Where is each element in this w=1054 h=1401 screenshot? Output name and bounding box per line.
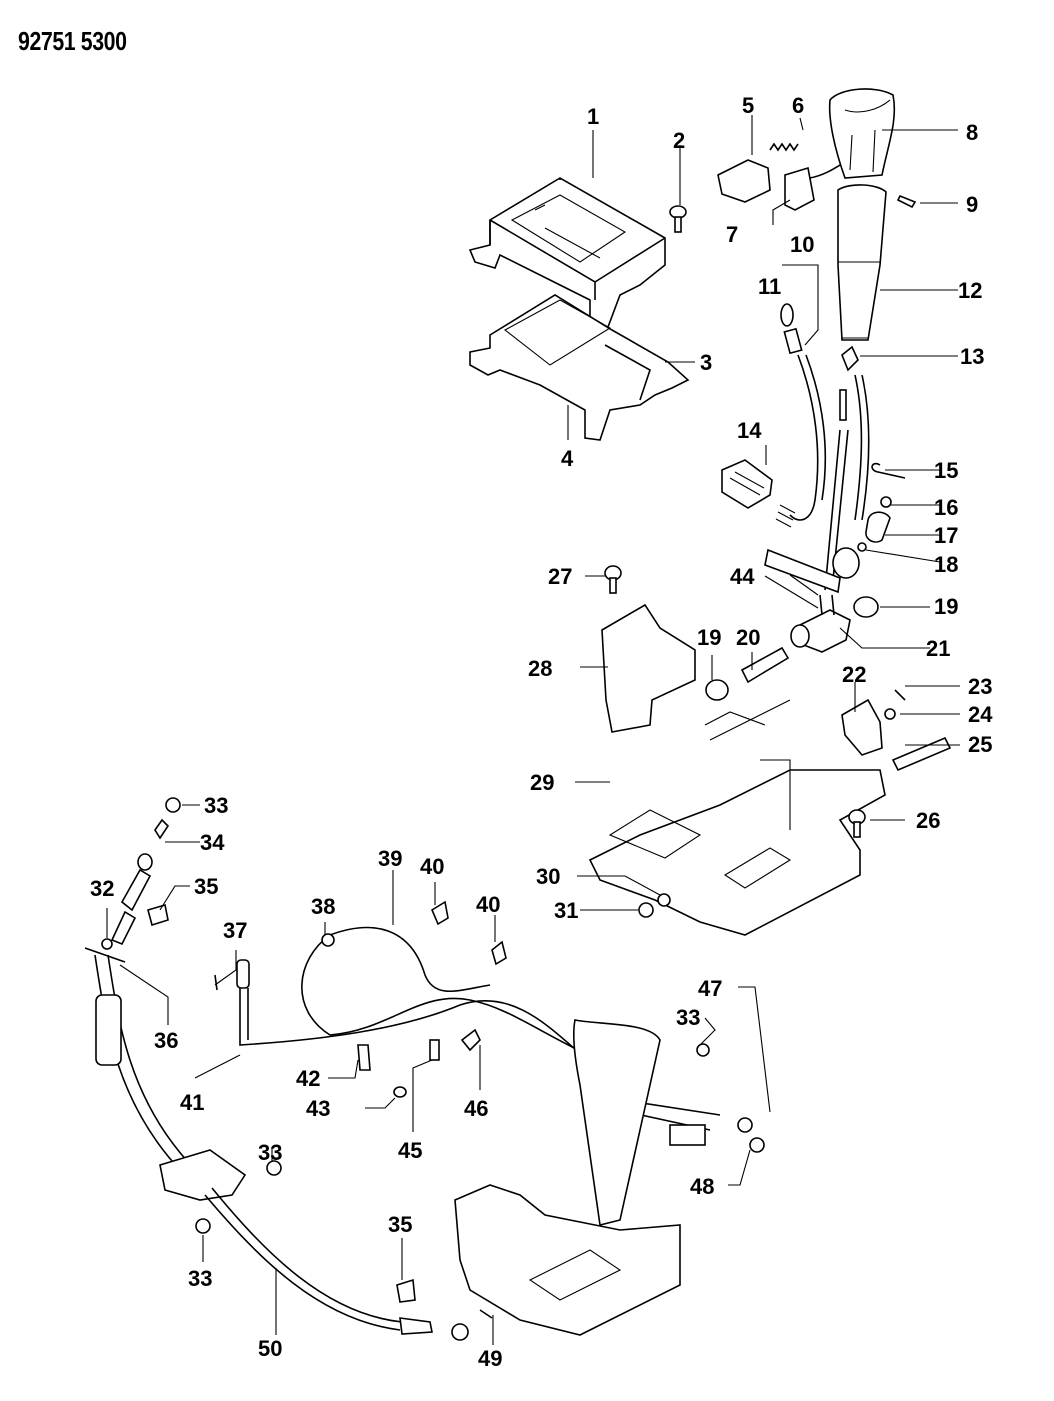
part-spring bbox=[769, 142, 799, 152]
part-clips-misc bbox=[84, 903, 493, 1319]
part-nut bbox=[638, 902, 654, 918]
callout-30: 30 bbox=[536, 864, 560, 889]
part-bezel bbox=[469, 294, 690, 441]
part-switch bbox=[717, 159, 846, 211]
part-plate bbox=[841, 698, 883, 756]
callout-19: 19 bbox=[934, 594, 958, 619]
callout-43: 43 bbox=[306, 1096, 330, 1121]
part-lever-boot bbox=[837, 184, 887, 341]
callout-47: 47 bbox=[698, 976, 722, 1001]
part-connector bbox=[721, 459, 796, 528]
part-shifter-assembly bbox=[454, 1019, 681, 1336]
part-detent-set bbox=[857, 462, 906, 552]
callout-46: 46 bbox=[464, 1096, 488, 1121]
callout-10: 10 bbox=[790, 232, 814, 257]
callout-33: 33 bbox=[676, 1005, 700, 1030]
diagram-number: 92751 5300 bbox=[18, 26, 127, 56]
callout-3: 3 bbox=[700, 350, 712, 375]
callout-37: 37 bbox=[223, 918, 247, 943]
callout-50: 50 bbox=[258, 1336, 282, 1361]
callout-39: 39 bbox=[378, 846, 402, 871]
callout-44: 44 bbox=[730, 564, 755, 589]
callout-29: 29 bbox=[530, 770, 554, 795]
part-shift-cable bbox=[94, 797, 469, 1341]
part-nut bbox=[657, 893, 671, 907]
callout-2: 2 bbox=[673, 128, 685, 153]
callout-42: 42 bbox=[296, 1066, 320, 1091]
callout-35: 35 bbox=[388, 1212, 412, 1237]
part-pin bbox=[740, 646, 790, 684]
callout-22: 22 bbox=[842, 662, 866, 687]
callout-9: 9 bbox=[966, 192, 978, 217]
callout-40: 40 bbox=[420, 854, 444, 879]
callout-21: 21 bbox=[926, 636, 950, 661]
callout-48: 48 bbox=[690, 1174, 714, 1199]
callout-19: 19 bbox=[697, 625, 721, 650]
part-bushing bbox=[853, 596, 879, 618]
callout-49: 49 bbox=[478, 1346, 502, 1371]
callout-5: 5 bbox=[742, 93, 754, 118]
leader-lines bbox=[106, 115, 960, 1345]
callout-12: 12 bbox=[958, 278, 982, 303]
callout-31: 31 bbox=[554, 898, 578, 923]
part-bulb-harness bbox=[780, 303, 827, 521]
callout-6: 6 bbox=[792, 93, 804, 118]
callout-41: 41 bbox=[180, 1090, 204, 1115]
callout-35: 35 bbox=[194, 874, 218, 899]
callout-40: 40 bbox=[476, 892, 500, 917]
callout-33: 33 bbox=[204, 793, 228, 818]
callout-23: 23 bbox=[968, 674, 992, 699]
callout-20: 20 bbox=[736, 625, 760, 650]
part-selector-cables bbox=[236, 900, 765, 1153]
callout-8: 8 bbox=[966, 120, 978, 145]
callout-11: 11 bbox=[758, 274, 781, 299]
callout-36: 36 bbox=[154, 1028, 178, 1053]
part-base-assembly bbox=[588, 699, 886, 936]
callout-26: 26 bbox=[916, 808, 940, 833]
callout-16: 16 bbox=[934, 495, 958, 520]
callout-28: 28 bbox=[528, 656, 552, 681]
part-cotter-pin bbox=[894, 689, 906, 701]
callout-33: 33 bbox=[188, 1266, 212, 1291]
callout-27: 27 bbox=[548, 564, 572, 589]
callout-17: 17 bbox=[934, 523, 958, 548]
part-long-bolt bbox=[891, 736, 952, 772]
callout-34: 34 bbox=[200, 830, 225, 855]
part-bushing bbox=[705, 679, 729, 701]
callout-38: 38 bbox=[311, 894, 335, 919]
callout-15: 15 bbox=[934, 458, 958, 483]
callout-13: 13 bbox=[960, 344, 984, 369]
callout-14: 14 bbox=[737, 418, 762, 443]
part-screw-small bbox=[896, 194, 917, 209]
callout-32: 32 bbox=[90, 876, 114, 901]
callout-4: 4 bbox=[561, 446, 574, 471]
callout-7: 7 bbox=[726, 222, 738, 247]
callout-labels: 1 2 3 4 5 6 7 8 9 10 11 12 13 14 15 16 1… bbox=[90, 93, 993, 1371]
part-washer bbox=[884, 708, 896, 720]
part-shift-knob bbox=[828, 88, 896, 179]
callout-1: 1 bbox=[587, 104, 599, 129]
callout-24: 24 bbox=[968, 702, 993, 727]
part-bolt bbox=[604, 565, 622, 594]
callout-18: 18 bbox=[934, 552, 958, 577]
callout-45: 45 bbox=[398, 1138, 422, 1163]
part-indicator-panel bbox=[468, 177, 666, 337]
callout-33: 33 bbox=[258, 1140, 282, 1165]
part-screw bbox=[669, 205, 687, 233]
part-bracket bbox=[601, 603, 696, 733]
part-lever-pivot bbox=[764, 547, 860, 653]
part-bolt bbox=[848, 809, 866, 838]
callout-25: 25 bbox=[968, 732, 992, 757]
